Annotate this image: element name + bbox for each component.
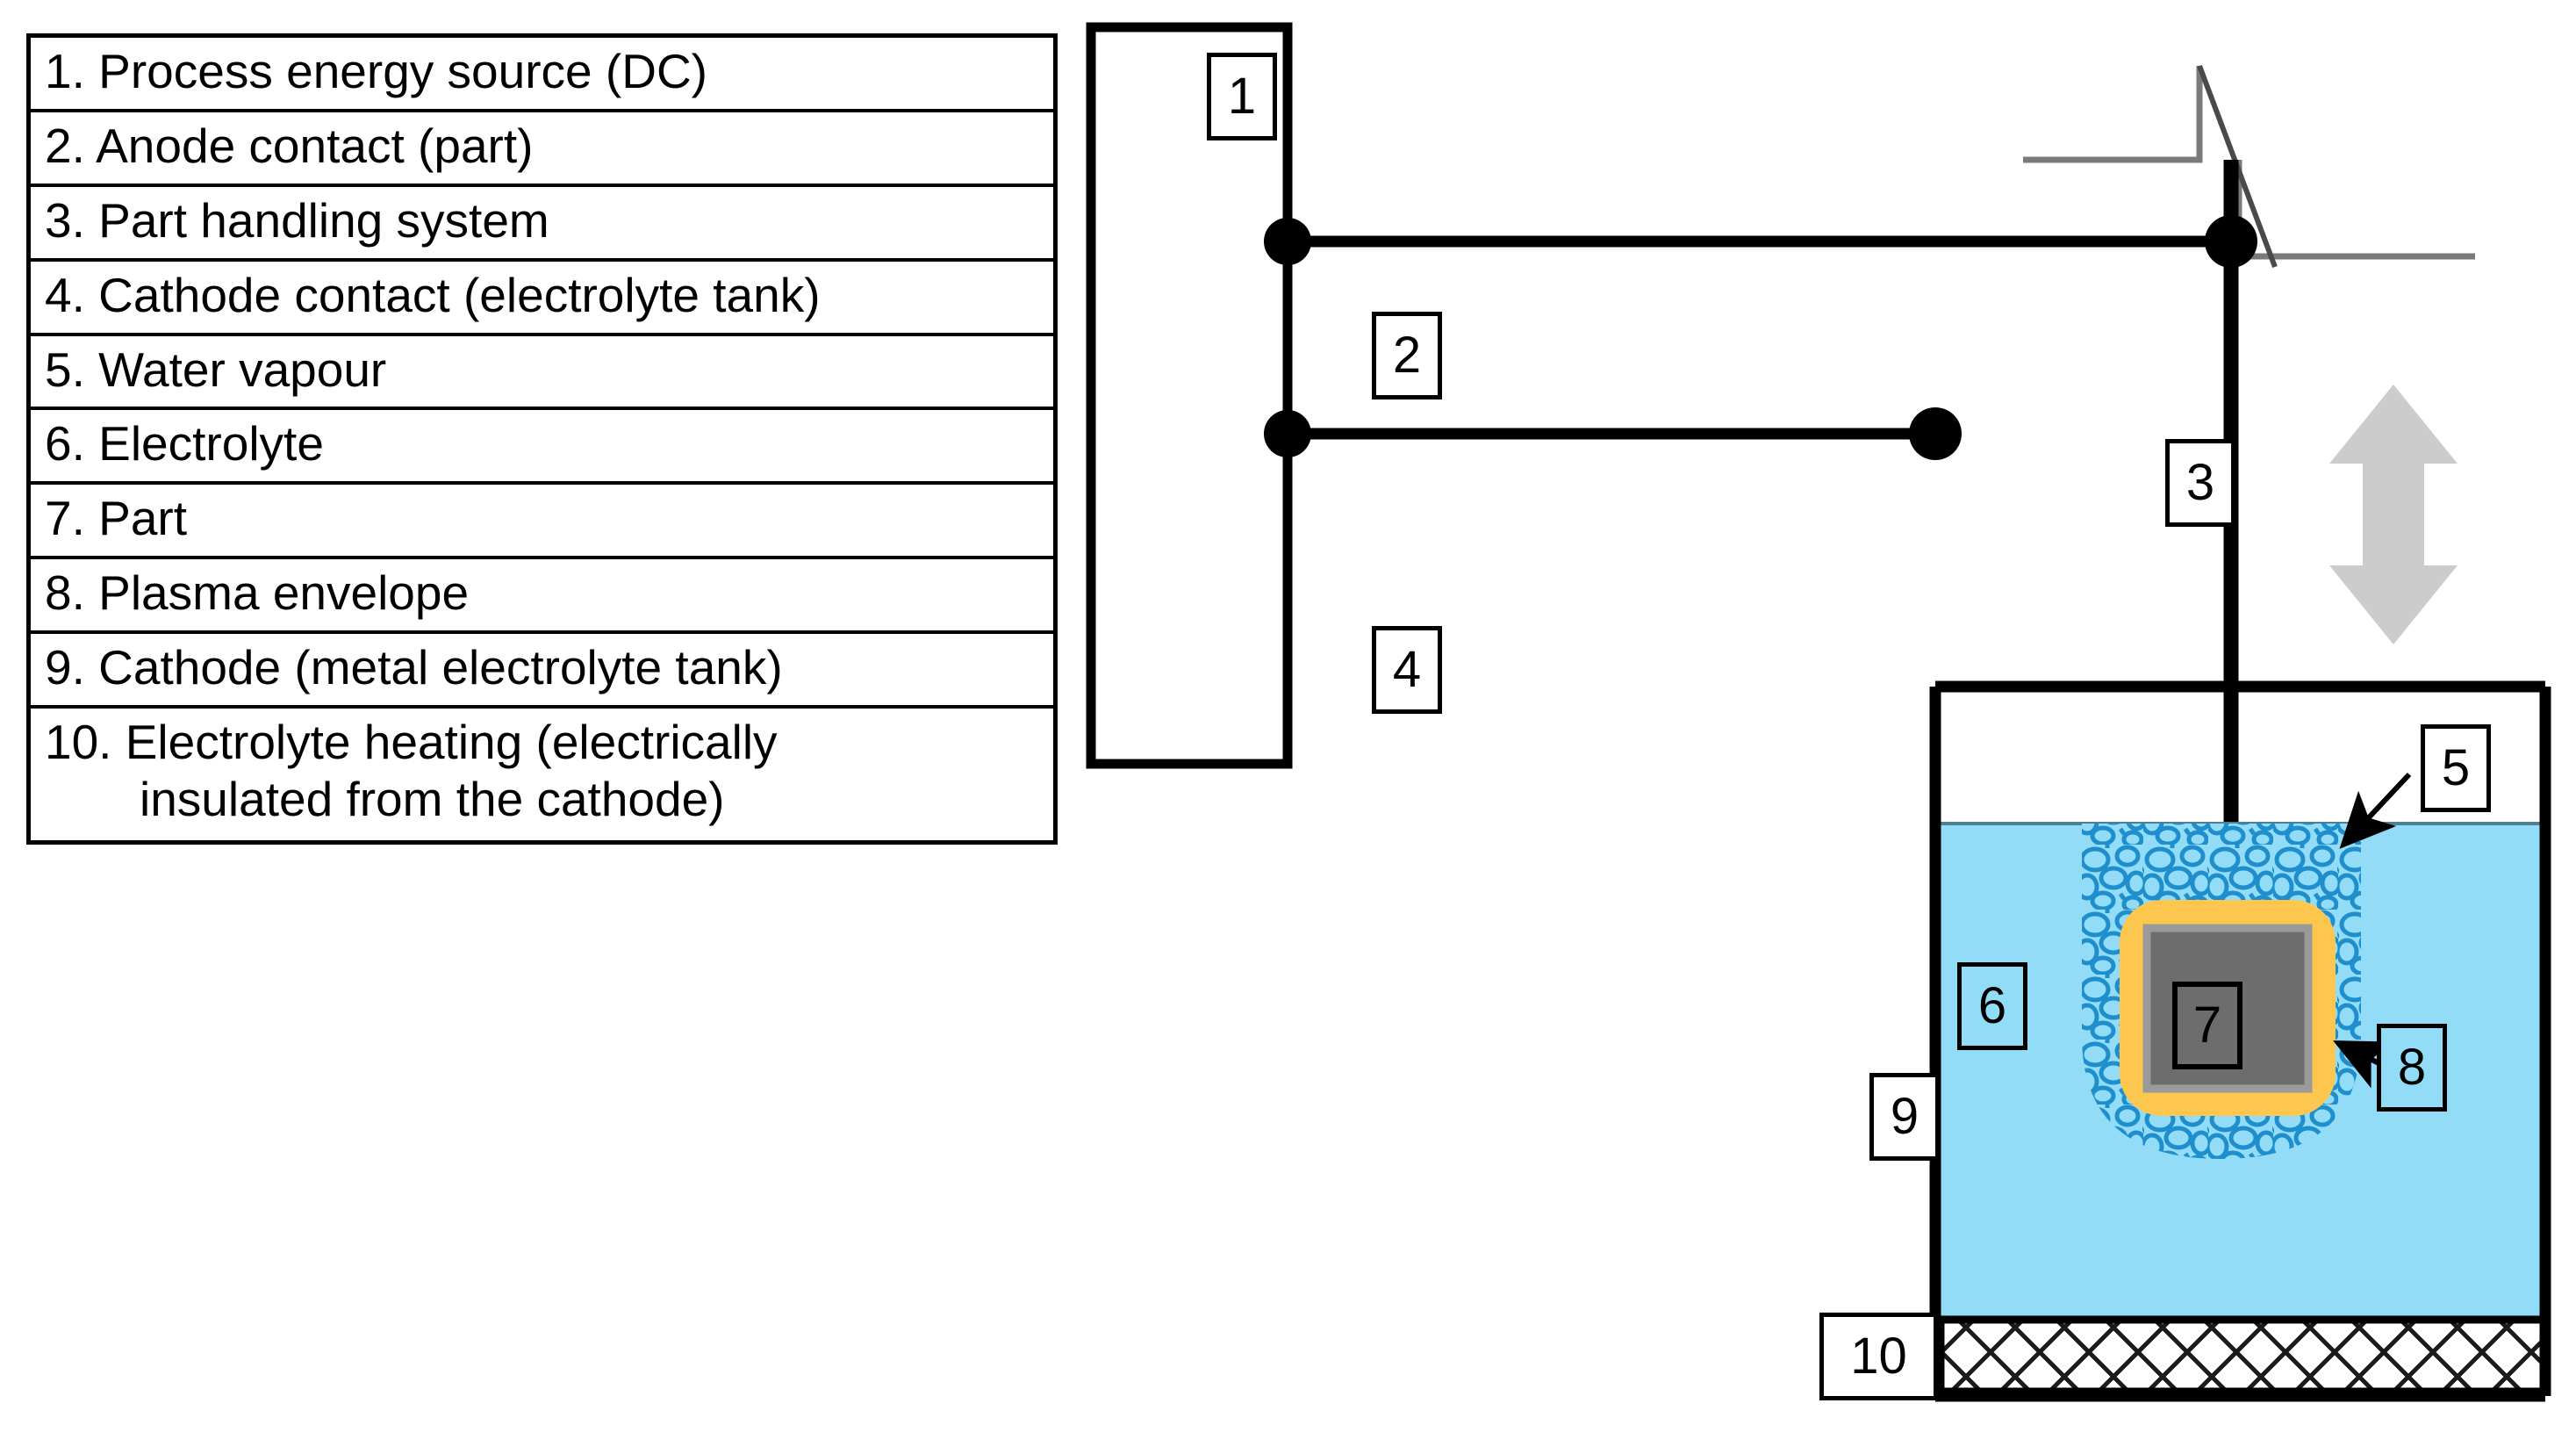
callout-10-label: 10 bbox=[1850, 1328, 1907, 1385]
connection-node-tank bbox=[1909, 407, 1962, 460]
process-energy-source-box bbox=[1086, 22, 1293, 769]
legend-item-7-label: 7. Part bbox=[45, 491, 188, 546]
callout-7-part[interactable]: 7 bbox=[2172, 982, 2242, 1069]
leader-arrow-water-vapour bbox=[2339, 772, 2412, 849]
connection-node-anode-source bbox=[1264, 218, 1311, 265]
legend-item-6: 6. Electrolyte bbox=[31, 410, 1053, 486]
legend-item-5-label: 5. Water vapour bbox=[45, 342, 387, 397]
legend-item-3-label: 3. Part handling system bbox=[45, 192, 549, 248]
callout-6-electrolyte[interactable]: 6 bbox=[1957, 962, 2027, 1050]
callout-5-water-vapour[interactable]: 5 bbox=[2421, 724, 2491, 812]
connection-node-anode-rod bbox=[2205, 215, 2257, 268]
legend-item-5: 5. Water vapour bbox=[31, 336, 1053, 411]
callout-10-electrolyte-heating[interactable]: 10 bbox=[1819, 1313, 1938, 1400]
legend-item-1-label: 1. Process energy source (DC) bbox=[45, 44, 707, 98]
electrolyte-heating-band bbox=[1936, 1315, 2550, 1396]
callout-7-label: 7 bbox=[2192, 997, 2222, 1054]
legend-table: 1. Process energy source (DC) 2. Anode c… bbox=[26, 33, 1058, 845]
callout-2-anode-contact[interactable]: 2 bbox=[1372, 312, 1442, 399]
callout-4-cathode-contact[interactable]: 4 bbox=[1372, 626, 1442, 714]
legend-item-10: 10. Electrolyte heating (electrically in… bbox=[31, 709, 1053, 840]
callout-9-cathode-tank[interactable]: 9 bbox=[1869, 1073, 1940, 1161]
callout-5-label: 5 bbox=[2441, 739, 2471, 796]
legend-item-10-label: 10. Electrolyte heating (electrically bbox=[45, 715, 778, 770]
legend-item-4-label: 4. Cathode contact (electrolyte tank) bbox=[45, 267, 821, 322]
callout-1-label: 1 bbox=[1227, 68, 1257, 125]
legend-item-8-label: 8. Plasma envelope bbox=[45, 565, 470, 621]
callout-3-part-handling-system[interactable]: 3 bbox=[2165, 439, 2235, 527]
legend-item-1: 1. Process energy source (DC) bbox=[31, 38, 1053, 112]
callout-4-label: 4 bbox=[1392, 641, 1422, 698]
legend-item-4: 4. Cathode contact (electrolyte tank) bbox=[31, 262, 1053, 336]
legend-item-3: 3. Part handling system bbox=[31, 187, 1053, 262]
legend-item-6-label: 6. Electrolyte bbox=[45, 416, 324, 471]
connection-node-cathode-source bbox=[1264, 410, 1311, 457]
callout-6-label: 6 bbox=[1977, 977, 2007, 1034]
legend-item-10-label-line2: insulated from the cathode) bbox=[140, 771, 725, 826]
callout-8-plasma-envelope[interactable]: 8 bbox=[2377, 1024, 2447, 1112]
callout-1-process-energy-source[interactable]: 1 bbox=[1207, 53, 1277, 140]
callout-9-label: 9 bbox=[1890, 1088, 1919, 1145]
legend-item-8: 8. Plasma envelope bbox=[31, 559, 1053, 635]
callout-3-label: 3 bbox=[2185, 454, 2215, 511]
callout-2-label: 2 bbox=[1392, 327, 1422, 384]
motion-arrow-icon bbox=[2329, 385, 2458, 644]
legend-item-9: 9. Cathode (metal electrolyte tank) bbox=[31, 634, 1053, 709]
legend-item-2-label: 2. Anode contact (part) bbox=[45, 118, 534, 173]
legend-item-2: 2. Anode contact (part) bbox=[31, 112, 1053, 187]
legend-item-7: 7. Part bbox=[31, 485, 1053, 560]
callout-8-label: 8 bbox=[2397, 1039, 2427, 1096]
legend-item-9-label: 9. Cathode (metal electrolyte tank) bbox=[45, 640, 783, 695]
